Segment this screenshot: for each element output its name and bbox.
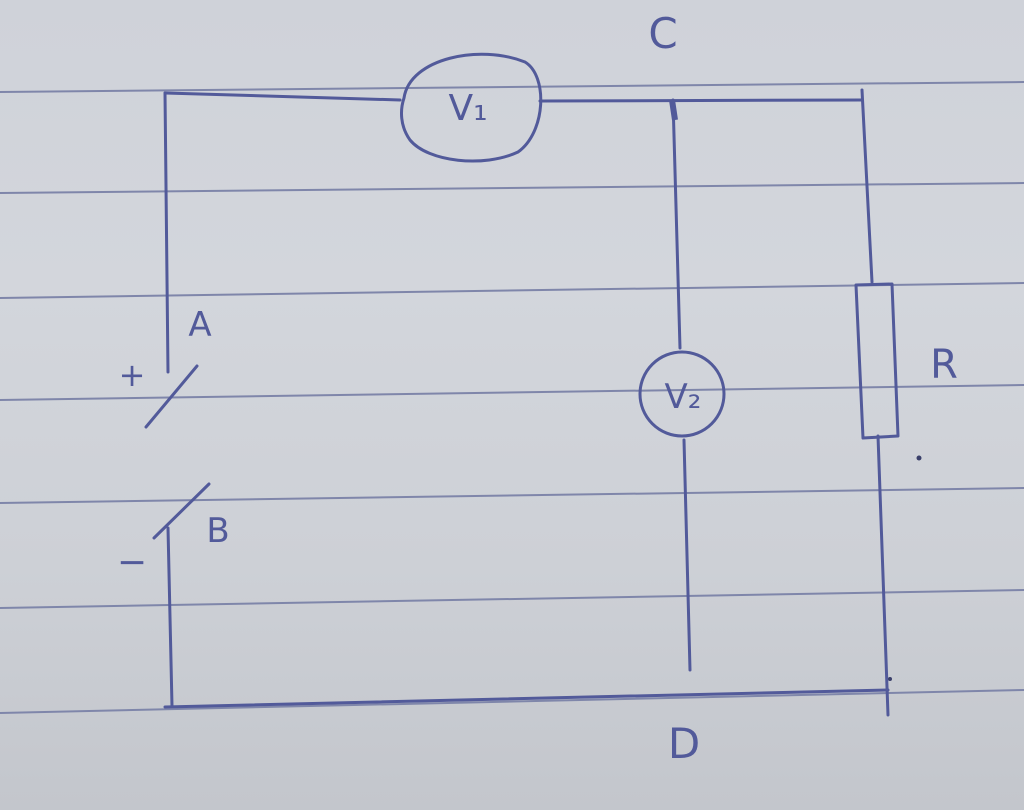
node-d-label: D bbox=[668, 719, 700, 768]
wire-bottom bbox=[163, 688, 890, 709]
voltmeter-2-circle bbox=[638, 350, 726, 438]
ruled-line bbox=[0, 81, 1024, 93]
ink-dot bbox=[888, 677, 892, 681]
wires bbox=[163, 88, 890, 717]
voltmeter-1-label: V₁ bbox=[448, 88, 487, 129]
wire-v2-upper bbox=[671, 98, 682, 350]
ruled-line bbox=[0, 182, 1024, 194]
battery-negative-plate bbox=[152, 482, 211, 540]
resistor-label: R bbox=[930, 342, 958, 388]
terminal-a-label: A bbox=[188, 305, 211, 345]
voltmeter-2: V₂ bbox=[638, 350, 726, 438]
wire-left-upper bbox=[163, 91, 170, 374]
voltmeter-2-label: V₂ bbox=[665, 377, 702, 417]
battery-positive-plate bbox=[144, 364, 199, 429]
ruled-line bbox=[0, 589, 1024, 609]
ink-dot bbox=[916, 455, 922, 461]
negative-sign: − bbox=[117, 542, 147, 583]
terminal-b-label: B bbox=[206, 511, 229, 551]
wire-v2-lower bbox=[682, 438, 692, 672]
ruled-line bbox=[0, 384, 1024, 401]
node-c-label: C bbox=[648, 9, 677, 58]
junction-mark bbox=[669, 99, 678, 121]
resistor-body bbox=[854, 282, 900, 440]
wire-left-lower bbox=[166, 526, 174, 708]
wire-top-right bbox=[538, 98, 864, 103]
wire-top-left bbox=[163, 91, 402, 102]
voltmeter-1: V₁ bbox=[400, 52, 543, 163]
wire-right-upper bbox=[860, 88, 874, 284]
wire-right-lower bbox=[876, 434, 890, 717]
ruled-lines bbox=[0, 81, 1024, 714]
ruled-line bbox=[0, 487, 1024, 504]
resistor: R bbox=[854, 282, 958, 440]
ruled-line bbox=[0, 282, 1024, 299]
voltmeter-1-circle bbox=[400, 52, 543, 163]
battery bbox=[144, 364, 211, 540]
ruled-line bbox=[0, 689, 1024, 714]
positive-sign: + bbox=[119, 356, 146, 394]
